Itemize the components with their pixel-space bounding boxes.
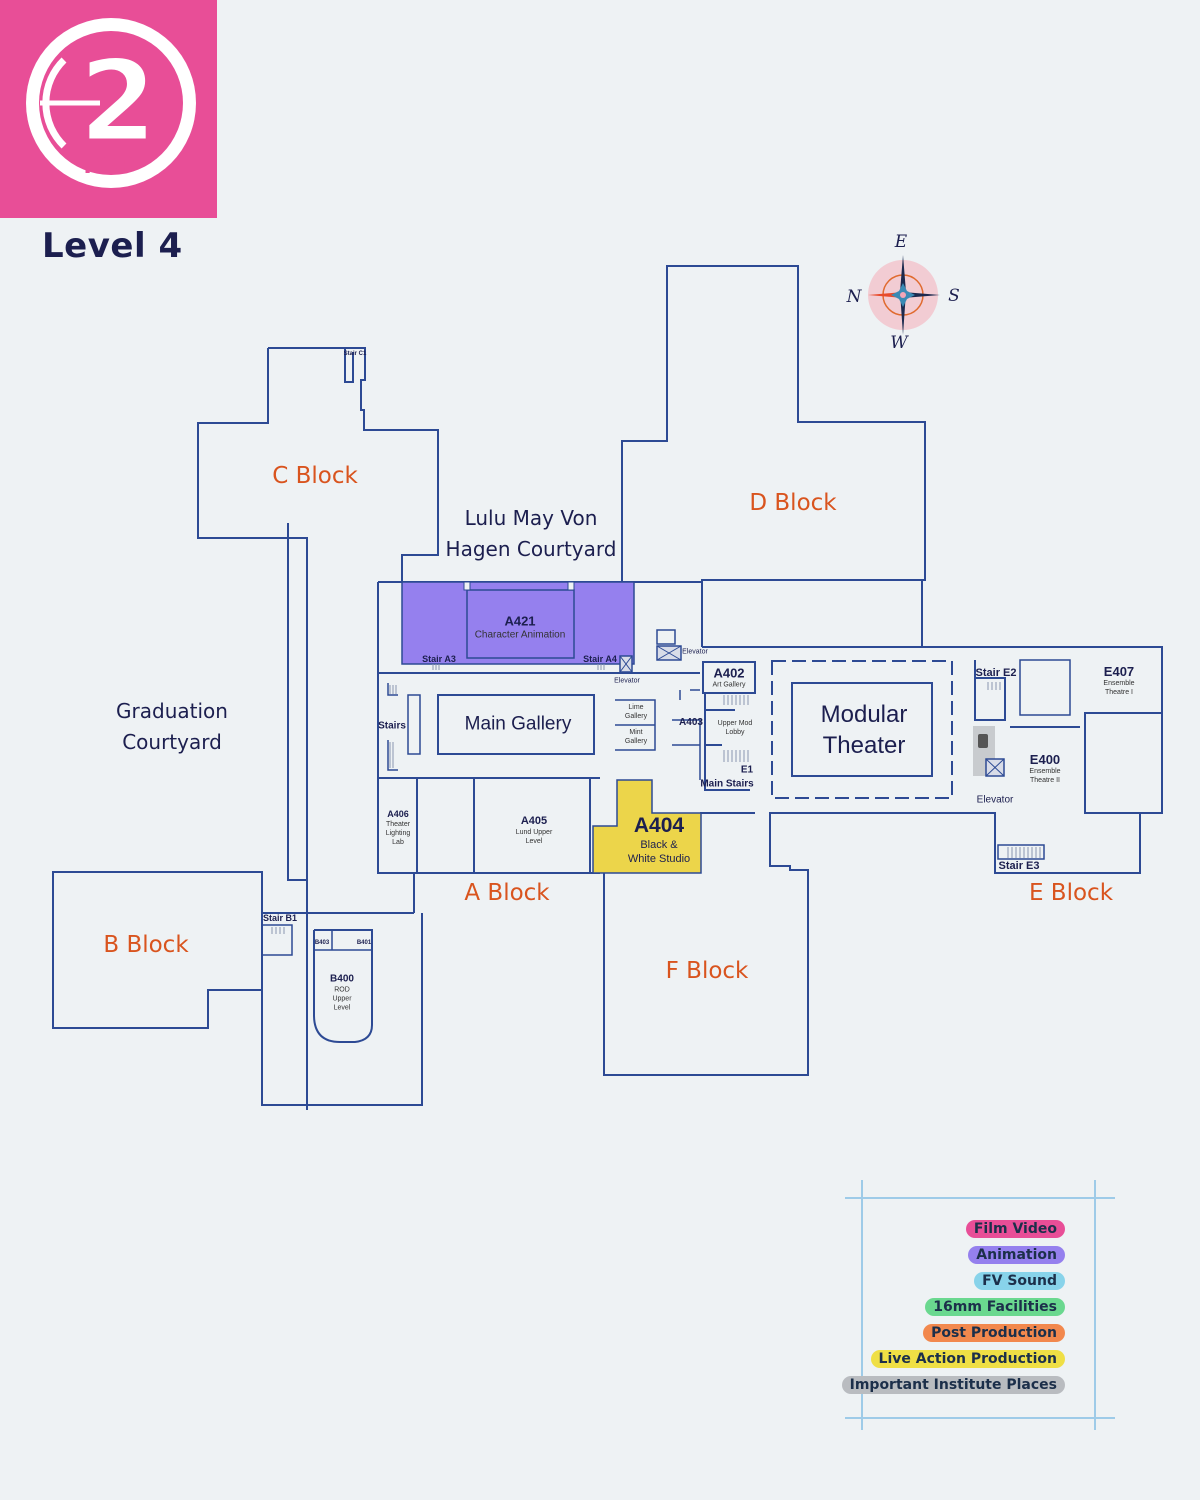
compass-west: W: [890, 333, 908, 353]
legend-animation: Animation: [968, 1246, 1065, 1264]
room-b401-label[interactable]: B401: [356, 940, 372, 946]
room-a403-label[interactable]: A403: [679, 717, 703, 728]
room-b403-label[interactable]: B403: [314, 940, 330, 946]
legend-fv-sound: FV Sound: [974, 1272, 1065, 1290]
a-block-label[interactable]: A Block: [464, 880, 550, 906]
legend-post-production: Post Production: [923, 1324, 1065, 1342]
compass-east: E: [894, 232, 908, 252]
main-stairs-label: Main Stairs: [700, 778, 754, 790]
legend-important-institute-places: Important Institute Places: [841, 1376, 1065, 1394]
stair-c1-label: Stair C1: [343, 351, 367, 357]
compass-south: S: [948, 286, 960, 306]
stair-a4-label: Stair A4: [583, 654, 617, 664]
d-block-outline: [621, 265, 926, 647]
d-block-label[interactable]: D Block: [749, 490, 837, 516]
stair-e3-label: Stair E3: [998, 860, 1040, 872]
f-block-outline: [603, 813, 809, 1076]
b-block-outline: [52, 871, 263, 1029]
e-wing-outline: [702, 646, 1163, 874]
elevator-label-central: Elevator: [682, 648, 708, 656]
compass-north: N: [846, 287, 862, 307]
logo-text: POP: [84, 154, 135, 179]
legend-live-action-production: Live Action Production: [870, 1350, 1065, 1368]
elevator-label-a4: Elevator: [614, 677, 640, 685]
f-block-label[interactable]: F Block: [665, 958, 749, 984]
logo-2pop: 2 POP: [0, 0, 217, 218]
toilet-icon: [978, 734, 988, 748]
stair-e2-label: Stair E2: [975, 667, 1017, 679]
room-a421-label[interactable]: A421 Character Animation: [474, 613, 566, 641]
stairs-label: Stairs: [378, 720, 406, 732]
c-block-outline: [268, 347, 439, 582]
c-block-label[interactable]: C Block: [272, 463, 358, 489]
legend-film-video: Film Video: [965, 1220, 1065, 1238]
svg-text:2: 2: [79, 37, 157, 167]
level-title: Level 4: [42, 226, 183, 266]
b-block-label[interactable]: B Block: [103, 932, 189, 958]
legend-16mm-facilities: 16mm Facilities: [925, 1298, 1065, 1316]
main-gallery-label[interactable]: Main Gallery: [464, 713, 572, 735]
elevator-label-e: Elevator: [976, 794, 1014, 806]
stair-a3-label: Stair A3: [422, 654, 456, 664]
stair-b1-label: Stair B1: [262, 913, 298, 923]
compass-rose: [868, 255, 940, 335]
room-a404: [592, 779, 702, 874]
legend: Film Video Animation FV Sound 16mm Facil…: [841, 1180, 1115, 1430]
e-block-label[interactable]: E Block: [1028, 880, 1114, 906]
stair-e1-label: E1: [740, 764, 754, 776]
